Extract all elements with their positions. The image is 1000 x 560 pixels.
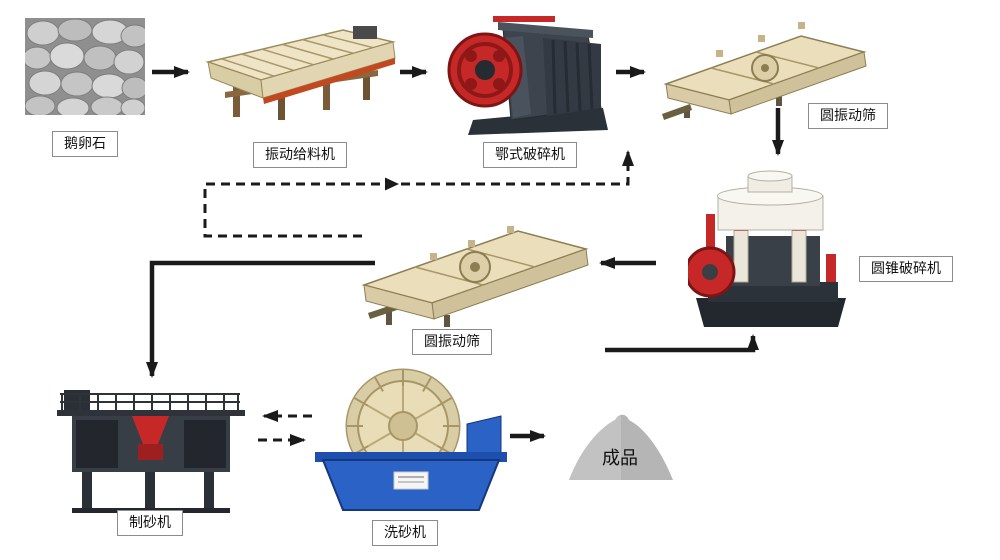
label-feeder: 振动给料机 — [253, 142, 347, 168]
screen-deck — [663, 22, 867, 115]
jaw-crusher-image — [443, 8, 613, 140]
platform-railing — [60, 393, 240, 410]
feeder-trough — [205, 26, 396, 104]
sand-washer-image — [315, 366, 507, 514]
label-jaw-crusher: 鄂式破碎机 — [483, 142, 577, 168]
vibrating-feeder-image — [203, 20, 398, 125]
label-sand-maker: 制砂机 — [117, 510, 183, 536]
sand-maker-image — [52, 382, 250, 514]
label-screen-mid: 圆振动筛 — [412, 329, 492, 355]
label-screen-top: 圆振动筛 — [808, 103, 888, 129]
cone-crusher-image — [688, 170, 856, 332]
pebbles — [25, 18, 145, 115]
label-pebble: 鹅卵石 — [52, 131, 118, 157]
flywheel — [447, 32, 523, 108]
vibrating-screen-mid-image — [356, 215, 594, 330]
feeder-motor — [353, 26, 377, 39]
cone-top-cylinder — [717, 170, 824, 231]
edge-screenmid-cone-return — [605, 334, 759, 353]
label-product: 成品 — [602, 448, 638, 469]
jaw-ribs — [551, 39, 594, 115]
cone-drive-wheel — [688, 214, 736, 298]
product-pile-image — [565, 406, 677, 484]
grizzly-bars — [221, 34, 374, 77]
dashed-midpath-arrowhead — [385, 177, 399, 191]
label-cone-crusher: 圆锥破碎机 — [859, 256, 953, 282]
impactor-funnel — [132, 416, 169, 460]
jaw-base — [468, 108, 608, 135]
screen-supports — [662, 92, 782, 120]
edge-screenmid-sandmaker — [146, 260, 375, 378]
platform-deck — [57, 410, 245, 416]
cone-base — [696, 298, 846, 327]
washer-nameplate — [393, 471, 429, 490]
pebbles-photo — [25, 18, 145, 115]
washer-tub — [315, 415, 507, 511]
screen-deck — [361, 226, 589, 320]
label-sand-washer: 洗砂机 — [372, 520, 438, 546]
vibrating-screen-top-image — [656, 22, 871, 120]
